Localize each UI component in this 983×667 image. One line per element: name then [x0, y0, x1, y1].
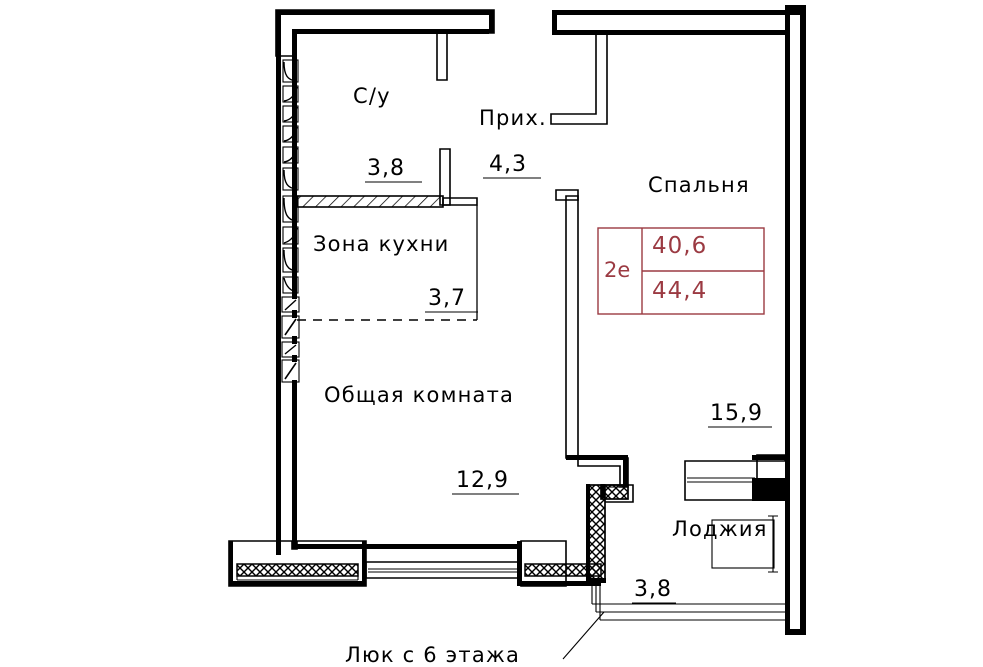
loggia-box	[711, 519, 775, 569]
window-mullion	[687, 477, 755, 483]
window-symbol-column	[281, 59, 300, 383]
loggia-dimension-box	[711, 515, 778, 573]
loggia-pier-insulation	[756, 482, 781, 494]
wall-seg	[236, 576, 359, 581]
wall-seg	[229, 541, 233, 586]
wall-seg	[601, 484, 634, 503]
loggia-center-wall	[566, 455, 634, 583]
wall-group-bathroom	[296, 32, 478, 208]
wall-right-outer	[800, 5, 806, 635]
wall-hatched-partition	[296, 195, 444, 208]
glazing-mullion	[368, 568, 519, 573]
wall-seg	[785, 629, 806, 635]
leader-line-hatch-note	[562, 611, 605, 660]
wall-seg	[296, 29, 489, 34]
wall-seg	[785, 5, 806, 11]
wall-seg	[601, 484, 605, 498]
loggia-railing-lines	[591, 586, 785, 621]
wall-seg	[752, 455, 785, 460]
wall-seg	[489, 10, 494, 33]
loggia-pier-outline	[755, 481, 782, 495]
wall-stub	[436, 32, 448, 81]
wall-seg	[517, 541, 522, 586]
dimension-arrow	[768, 515, 778, 573]
wall-seg	[521, 581, 601, 586]
loggia-left-insulation	[236, 563, 359, 577]
wall-seg	[552, 10, 805, 15]
wall-seg	[586, 578, 606, 583]
wall-group-bottom-left	[228, 540, 602, 587]
wall-left-outer	[276, 10, 281, 555]
dimension-underlines	[365, 177, 772, 604]
bedroom-loggia-opening	[684, 454, 786, 501]
wall-seg	[552, 30, 785, 35]
wall-seg	[292, 544, 522, 549]
kitchen-zone-boundary	[297, 205, 478, 321]
wall-seg	[229, 581, 366, 586]
wall-seg	[623, 455, 628, 487]
area-stamp	[597, 227, 765, 315]
wall-seg	[586, 484, 590, 582]
wall-seg	[552, 10, 557, 34]
wall-group-top	[275, 5, 806, 635]
wall-seg	[566, 455, 628, 460]
wall-left-exterior	[276, 10, 300, 555]
wall-hallway-partition	[550, 32, 608, 125]
wall-seg	[276, 10, 494, 15]
wall-right-inner	[785, 10, 790, 635]
wall-central-head	[555, 189, 579, 201]
railing-line	[591, 586, 601, 620]
wall-seg	[362, 541, 366, 586]
wall-left-inner	[292, 29, 297, 549]
